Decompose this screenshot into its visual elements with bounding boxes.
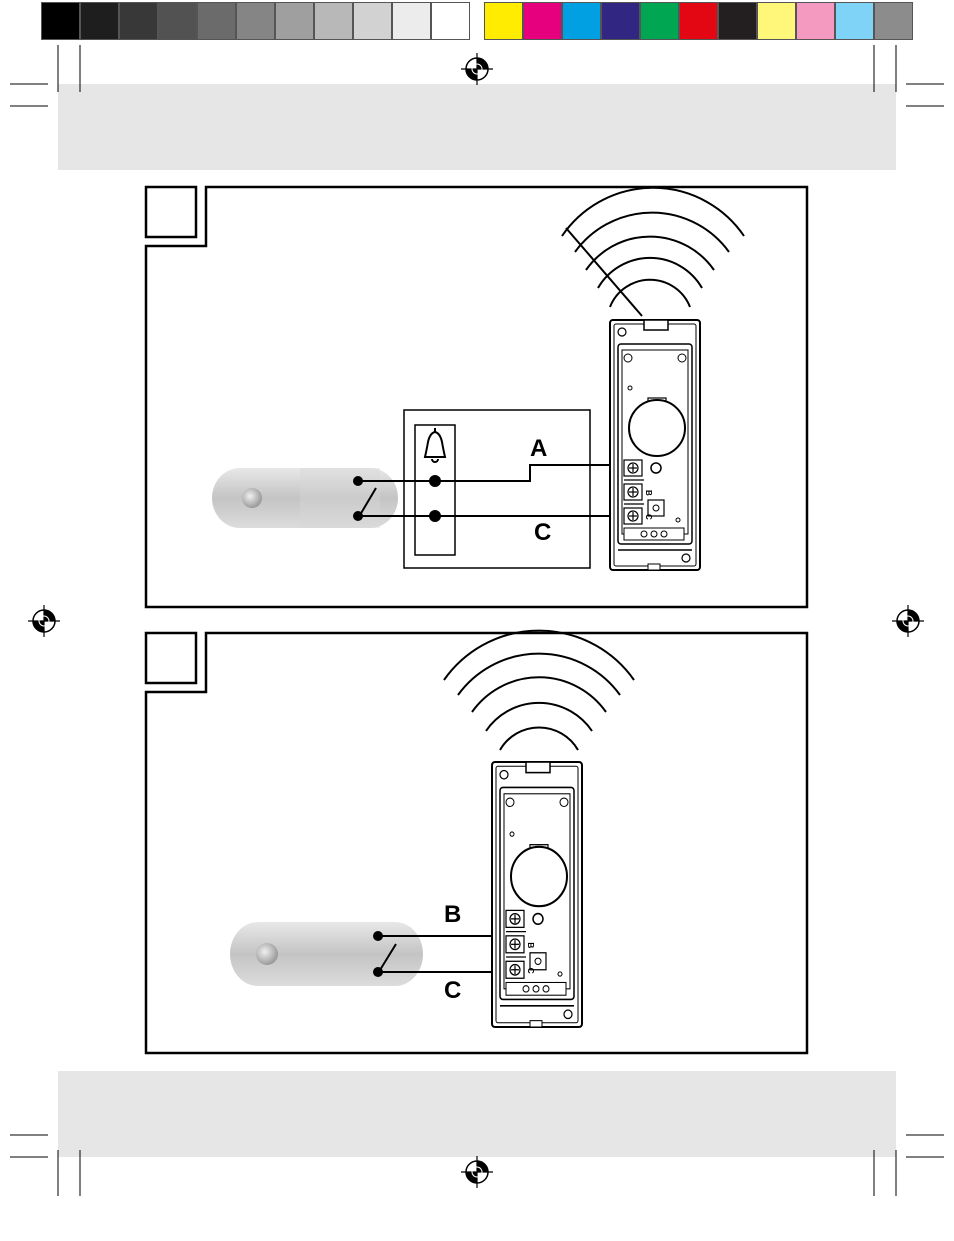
wires-1 bbox=[358, 464, 635, 517]
color-calibration-bar bbox=[0, 0, 954, 44]
figure-2: B C B C bbox=[144, 629, 809, 1055]
figure-2-frame bbox=[144, 631, 809, 1055]
wire-label-b: B bbox=[444, 901, 461, 928]
wire-label-a: A bbox=[530, 435, 547, 462]
transmitter-2: B C bbox=[490, 760, 584, 1029]
transmitter-1: B C bbox=[609, 319, 701, 571]
registration-mark-bottom bbox=[460, 1155, 494, 1189]
figure-1-number-box bbox=[144, 185, 198, 239]
button-terminal-bottom bbox=[353, 511, 363, 521]
process-color-swatch bbox=[796, 2, 835, 40]
grayscale-swatch bbox=[119, 2, 158, 40]
registration-mark-left bbox=[27, 604, 61, 638]
process-color-swatch bbox=[484, 2, 523, 40]
grayscale-swatch bbox=[353, 2, 392, 40]
grayscale-swatch bbox=[275, 2, 314, 40]
grayscale-swatch bbox=[197, 2, 236, 40]
radio-waves-1 bbox=[561, 186, 745, 308]
bell-icon bbox=[423, 428, 447, 463]
wire-label-c: C bbox=[444, 977, 461, 1004]
bell-switch-panel bbox=[414, 424, 456, 556]
button-knob bbox=[256, 943, 278, 965]
button-knob bbox=[242, 488, 262, 508]
figure-1-frame bbox=[144, 185, 809, 609]
transmitter-label-c: C bbox=[644, 514, 653, 520]
button-terminal-top bbox=[373, 931, 383, 941]
process-color-swatch bbox=[562, 2, 601, 40]
header-band bbox=[58, 84, 896, 170]
grayscale-swatch bbox=[236, 2, 275, 40]
grayscale-swatch bbox=[80, 2, 119, 40]
wires-2 bbox=[378, 935, 512, 973]
radio-waves-2 bbox=[443, 629, 635, 751]
grayscale-swatch bbox=[41, 2, 80, 40]
button-terminal-top bbox=[353, 476, 363, 486]
bell-terminal-top bbox=[429, 475, 441, 487]
transmitter-label-b: B bbox=[644, 490, 653, 496]
crop-marks bbox=[10, 45, 944, 1196]
footer-band bbox=[58, 1071, 896, 1157]
registration-mark-right bbox=[891, 604, 925, 638]
grayscale-swatch bbox=[158, 2, 197, 40]
figure-1: A C B C bbox=[144, 185, 809, 609]
process-color-swatch bbox=[601, 2, 640, 40]
process-color-swatch bbox=[874, 2, 913, 40]
figure-2-number-box bbox=[144, 631, 198, 685]
process-color-swatch bbox=[679, 2, 718, 40]
transmitter-label-b: B bbox=[526, 942, 535, 948]
wire-label-c: C bbox=[534, 519, 551, 546]
process-color-swatch bbox=[757, 2, 796, 40]
process-color-swatch bbox=[523, 2, 562, 40]
transmitter-label-c: C bbox=[526, 968, 535, 974]
door-button-1 bbox=[212, 468, 398, 528]
antenna-wire bbox=[565, 227, 643, 317]
bell-terminal-bottom bbox=[429, 510, 441, 522]
grayscale-swatch bbox=[314, 2, 353, 40]
button-terminal-bottom bbox=[373, 967, 383, 977]
grayscale-swatch bbox=[431, 2, 470, 40]
registration-mark-top bbox=[460, 52, 494, 86]
process-color-swatch bbox=[640, 2, 679, 40]
process-color-swatch bbox=[718, 2, 757, 40]
grayscale-swatch bbox=[392, 2, 431, 40]
process-color-swatch bbox=[835, 2, 874, 40]
door-button-2 bbox=[230, 922, 423, 986]
